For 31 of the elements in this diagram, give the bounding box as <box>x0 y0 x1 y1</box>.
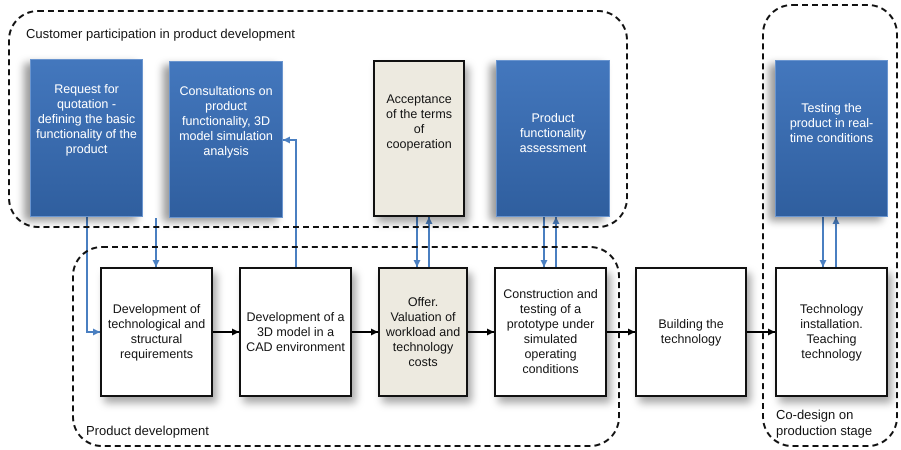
arrow <box>540 217 548 267</box>
group-label: Customer participation in product development <box>26 26 295 42</box>
arrow <box>283 136 297 267</box>
arrow <box>352 328 378 336</box>
arrow <box>820 217 826 267</box>
process-box: Building the technology <box>635 267 747 397</box>
process-box: Consultations on product functionality, 3D model simulation analysis <box>169 61 283 218</box>
arrow <box>747 328 775 336</box>
arrow <box>552 217 560 267</box>
arrow <box>607 328 635 336</box>
process-box: Development of technological and structural requirements <box>100 267 213 397</box>
process-box: Development of a 3D model in a CAD environment <box>239 267 352 397</box>
group-label: Product development <box>86 423 209 439</box>
arrow <box>213 328 239 336</box>
arrow <box>832 217 840 267</box>
group-frame <box>762 4 898 447</box>
process-box: Offer. Valuation of workload and technology costs <box>378 267 468 397</box>
group-label: Co-design on production stage <box>776 407 874 439</box>
arrow <box>414 217 420 267</box>
arrow <box>468 328 494 336</box>
group-frame <box>72 246 620 447</box>
arrow <box>86 217 100 336</box>
process-box: Acceptance of the terms of cooperation <box>373 60 465 217</box>
process-box: Product functionality assessment <box>496 60 610 217</box>
arrow <box>426 217 432 267</box>
arrow <box>152 218 160 267</box>
process-box: Technology installation. Teaching technology <box>775 267 888 397</box>
process-box: Testing the product in real-time conditions <box>775 60 888 217</box>
process-box: Construction and testing of a prototype under simulated operating conditions <box>494 267 607 397</box>
process-box: Request for quotation - defining the basic functionality of the product <box>30 59 143 217</box>
group-frame <box>8 10 628 228</box>
